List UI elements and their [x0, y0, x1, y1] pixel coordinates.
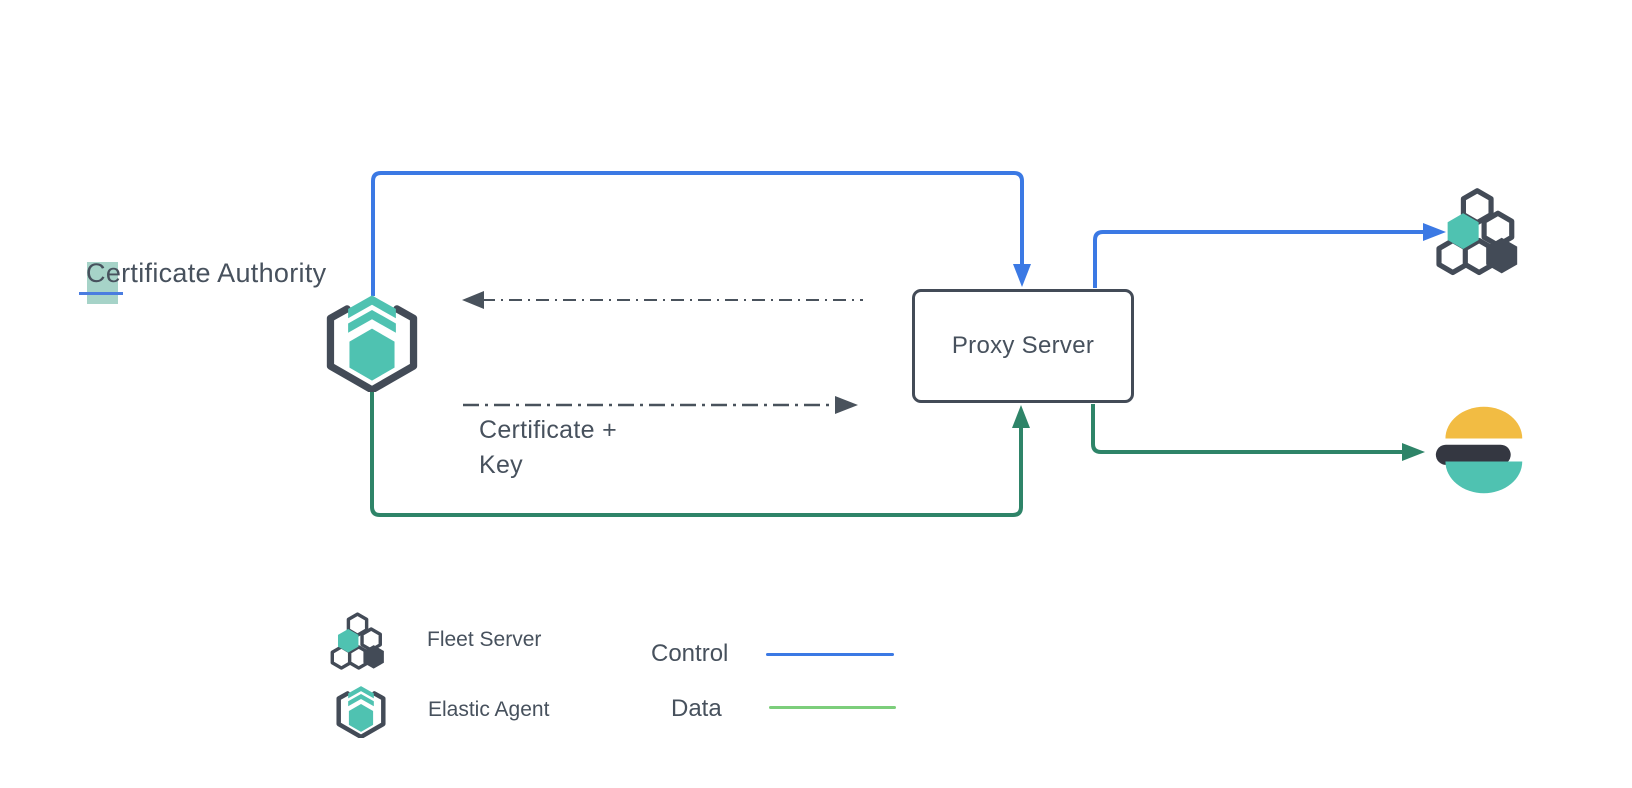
label-rest: ertificate Authority: [105, 258, 327, 288]
certificate-key-line1: Certificate +: [479, 416, 617, 444]
proxy-server-node: Proxy Server: [912, 289, 1134, 403]
elasticsearch-top-arc: [1445, 406, 1523, 439]
text-selection-highlight: [87, 262, 118, 304]
elastic-agent-icon: [326, 295, 418, 392]
arrowhead-control-into-proxy: [1013, 264, 1031, 287]
arrowhead-cert-right: [835, 396, 858, 414]
data-path-proxy-to-elasticsearch: [1091, 404, 1403, 454]
legend-control-line-swatch: [766, 653, 894, 656]
legend-data-line-swatch: [769, 706, 896, 709]
fleet-server-icon: [1436, 188, 1518, 276]
text-cursor-underline: [79, 292, 123, 295]
legend-fleet-server-icon: [330, 612, 384, 670]
agent-chevron-bottom: [348, 309, 396, 333]
arrowhead-cert-left: [462, 291, 484, 309]
certificate-authority-label: Certificate Authority: [79, 258, 326, 304]
certificate-authority-text: Certificate Authority: [86, 258, 326, 288]
arrowhead-data-into-proxy: [1012, 405, 1030, 428]
control-path-agent-to-proxy: [371, 171, 1024, 296]
elasticsearch-middle-bar: [1435, 444, 1511, 465]
legend-fleet-server-label: Fleet Server: [427, 628, 542, 651]
legend-control-label: Control: [651, 640, 729, 667]
elasticsearch-icon: [1435, 406, 1523, 494]
proxy-server-label: Proxy Server: [951, 332, 1095, 359]
certificate-key-line2: Key: [479, 451, 523, 479]
elasticsearch-bottom-arc: [1445, 461, 1523, 494]
legend-elastic-agent-label: Elastic Agent: [428, 698, 550, 721]
agent-chevron-top: [348, 295, 396, 319]
control-path-proxy-to-fleet: [1093, 230, 1424, 288]
agent-hexagon: [349, 328, 395, 381]
arrowhead-data-into-elasticsearch: [1402, 443, 1425, 461]
legend-elastic-agent-icon: [336, 686, 386, 738]
highlighted-char: C: [86, 258, 106, 288]
data-path-agent-to-proxy: [370, 390, 1023, 517]
certificate-key-annotation: Certificate + Key: [479, 413, 617, 483]
legend-data-label: Data: [671, 695, 722, 722]
